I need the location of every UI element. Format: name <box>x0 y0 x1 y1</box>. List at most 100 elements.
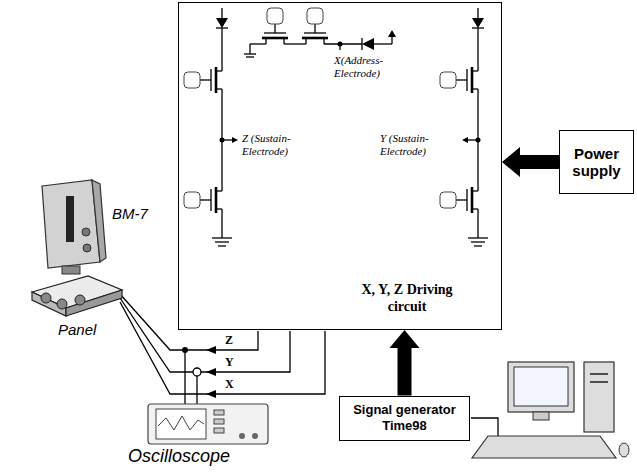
panel-top <box>32 276 122 308</box>
arrowhead <box>232 137 238 143</box>
ground-symbol <box>244 53 256 54</box>
electrode-label: Y (Sustain- Electrode) <box>380 132 458 158</box>
electrode-label: X(Address- Electrode) <box>334 54 414 80</box>
diode-symbol <box>362 38 374 50</box>
meter-slot <box>66 196 74 242</box>
block-arrow <box>502 147 559 177</box>
power-supply-box: Power supply <box>559 130 634 194</box>
arrowhead <box>206 390 216 398</box>
wire <box>324 43 362 44</box>
meter-lens <box>62 266 80 274</box>
arrowhead <box>388 30 396 37</box>
gate-driver <box>440 72 456 88</box>
mouse <box>619 443 629 457</box>
ground-symbol <box>212 237 232 238</box>
diode-symbol <box>472 18 484 28</box>
device-label: Oscilloscope <box>128 447 230 467</box>
signal-name: Z <box>224 334 234 347</box>
wire <box>222 139 233 140</box>
keyboard <box>472 436 616 458</box>
box-text: Power supply <box>567 145 626 180</box>
gate-driver <box>440 192 456 208</box>
monitor-stand <box>533 412 549 420</box>
box-text: X, Y, Z Driving circuit <box>359 282 455 316</box>
gate-driver <box>307 8 323 24</box>
pc-tower <box>584 362 614 432</box>
ground-symbol <box>218 245 226 246</box>
probe-lead <box>184 350 185 404</box>
y-wire <box>120 298 290 372</box>
z-driver-schematic <box>184 8 238 246</box>
monitor-screen <box>514 367 568 406</box>
computer-illustration <box>471 362 629 458</box>
arrowhead <box>206 368 216 376</box>
electrode-wires <box>120 294 325 404</box>
wire <box>314 24 315 33</box>
cable <box>471 418 498 436</box>
meter-knob <box>83 244 91 252</box>
panel-side <box>66 290 122 316</box>
wire <box>477 209 478 238</box>
wire <box>456 199 467 200</box>
wire <box>200 199 211 200</box>
x-driver-schematic <box>244 8 396 57</box>
wire <box>391 37 392 44</box>
panel-side <box>32 292 66 316</box>
driving-circuit-box: X, Y, Z Driving circuit <box>178 2 502 330</box>
drive-slot <box>590 381 608 382</box>
wire <box>200 79 211 80</box>
meter-knob <box>82 228 90 236</box>
wire <box>456 79 467 80</box>
block-arrow <box>390 330 420 396</box>
wire <box>283 38 284 44</box>
wire <box>467 139 478 140</box>
wire <box>472 208 478 209</box>
wire <box>284 43 306 44</box>
electrode-label: Z (Sustain- Electrode) <box>242 132 322 158</box>
wire <box>221 28 222 71</box>
wire <box>221 8 222 18</box>
device-label: Panel <box>58 322 96 339</box>
ground-symbol <box>215 241 229 242</box>
scope-button <box>214 428 224 433</box>
wire <box>472 88 478 89</box>
y-driver-schematic <box>440 8 488 246</box>
wire <box>216 208 222 209</box>
ground-symbol <box>471 241 485 242</box>
gate-driver <box>184 72 200 88</box>
panel-knob <box>57 299 67 309</box>
luminance-meter <box>42 180 106 274</box>
wire <box>477 8 478 18</box>
meter-body <box>42 180 100 268</box>
current-probe <box>193 368 201 376</box>
meter-side <box>92 180 106 262</box>
ground-symbol <box>468 237 488 238</box>
signal-generator-box: Signal generator Time98 <box>339 396 470 441</box>
oscilloscope-illustration <box>148 404 268 444</box>
arrowhead <box>206 346 216 354</box>
gate-driver <box>184 192 200 208</box>
signal-name: X <box>224 378 235 391</box>
probe-lead <box>196 376 197 404</box>
scope-trace <box>158 416 204 430</box>
scope-button <box>214 410 224 415</box>
panel-knob <box>75 295 85 305</box>
wire <box>477 28 478 71</box>
panel-illustration <box>32 276 122 316</box>
box-text: Signal generator Time98 <box>347 402 462 433</box>
wire <box>250 43 266 44</box>
panel-knob <box>41 293 51 303</box>
wire <box>249 44 250 54</box>
wire <box>339 44 340 50</box>
wire <box>216 88 222 89</box>
device-label: BM-7 <box>112 206 148 223</box>
wire <box>374 43 392 44</box>
gate-driver <box>267 8 283 24</box>
diode-symbol <box>216 18 228 28</box>
ground-symbol <box>246 56 254 57</box>
